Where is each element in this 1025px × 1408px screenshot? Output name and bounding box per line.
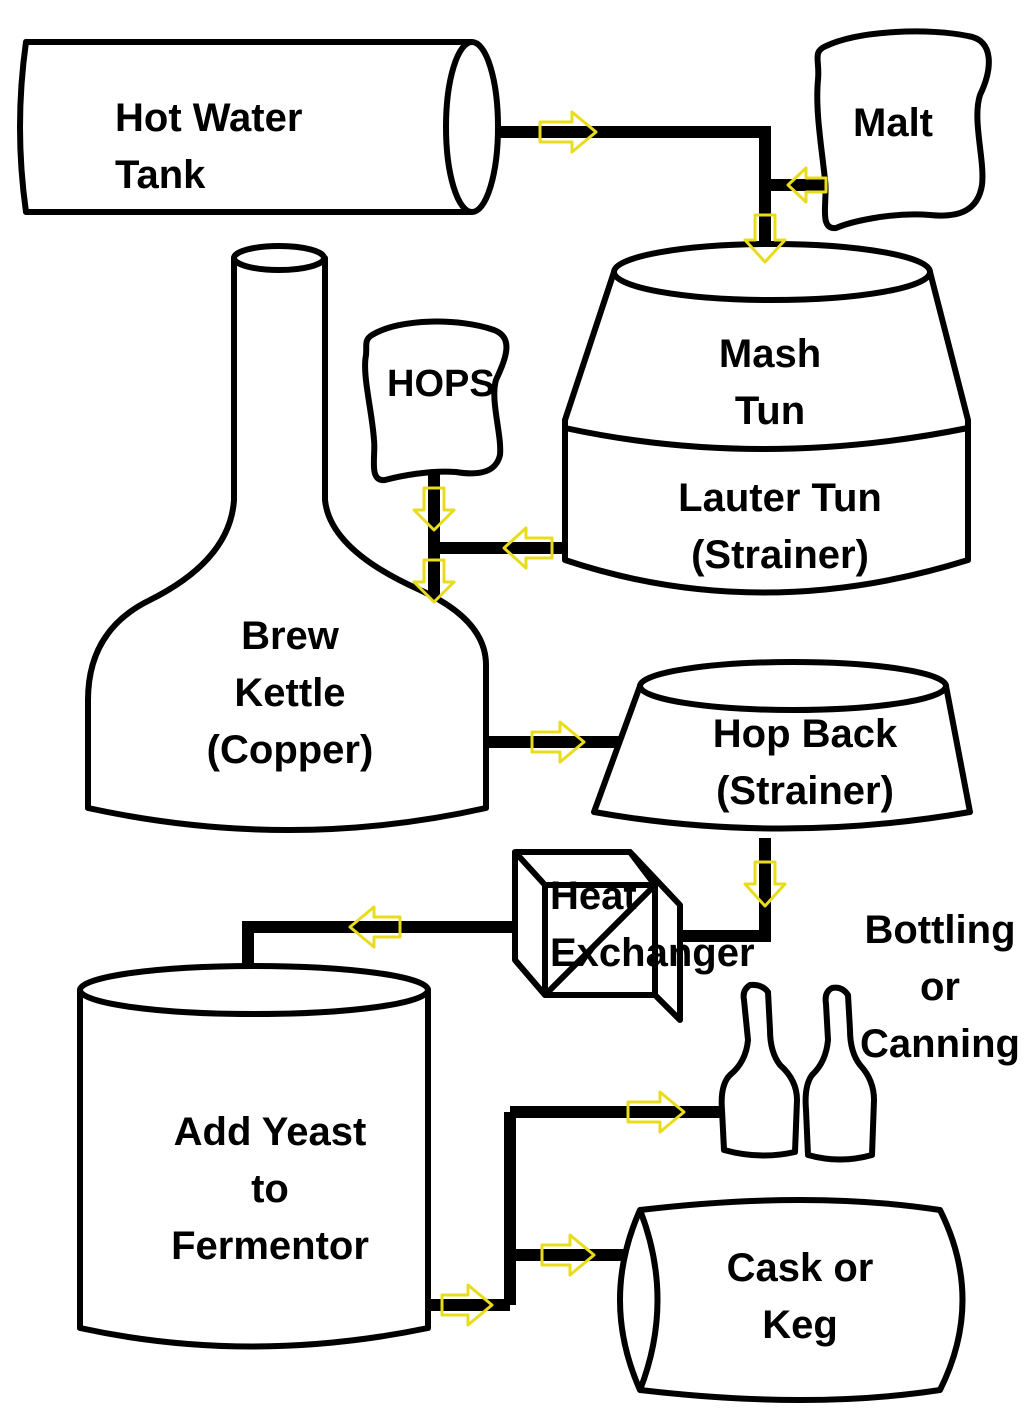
bottling-label-line1: Bottling	[864, 908, 1016, 952]
arrow-malt-left	[786, 166, 828, 204]
arrow-to-bottles	[626, 1090, 686, 1134]
malt-label: Malt	[853, 95, 933, 152]
arrow-to-hopback	[530, 720, 586, 764]
arrow-to-kettle	[412, 558, 456, 604]
cask-label-line1: Cask or	[726, 1246, 874, 1290]
arrow-hopback-down	[743, 860, 787, 908]
hot-water-tank-label: Hot Water Tank	[115, 90, 302, 204]
fermentor-body	[77, 987, 431, 1350]
hot-water-tank	[17, 39, 501, 215]
bottle-left	[718, 981, 800, 1159]
brew-kettle-chimney-top	[231, 243, 327, 273]
arrow-into-mash	[743, 213, 787, 264]
arrow-fermentor-out	[440, 1283, 494, 1327]
pipe-hotwater-to-mash	[476, 126, 771, 282]
bottling-label-line3: Canning	[860, 1022, 1020, 1066]
cask-end	[637, 1208, 661, 1392]
brew-kettle-label-line2: Kettle	[234, 671, 346, 715]
malt-sack	[814, 28, 992, 231]
fermentor-label: Add Yeast to Fermentor	[140, 1104, 400, 1275]
hop-back-label-line2: (Strainer)	[716, 769, 894, 813]
hop-back-body	[591, 683, 973, 832]
heat-exchanger-label-line1: Heat	[550, 874, 637, 918]
lauter-tun-label: Lauter Tun (Strainer)	[660, 470, 900, 584]
hot-water-tank-label-line1: Hot Water	[115, 96, 303, 140]
hot-water-tank-body	[17, 39, 475, 215]
fermentor-label-line1: Add Yeast	[173, 1110, 367, 1154]
pipes	[242, 126, 828, 1311]
flow-arrows	[348, 110, 828, 1327]
lauter-tun-label-line1: Lauter Tun	[678, 476, 882, 520]
fermentor-label-line2: to	[251, 1167, 289, 1211]
arrow-to-fermentor	[348, 905, 402, 949]
hop-back-top	[637, 659, 949, 713]
arrow-lauter-left	[502, 526, 554, 570]
bottling-label-line2: or	[920, 965, 960, 1009]
fermentor-label-line3: Fermentor	[171, 1224, 369, 1268]
mash-lauter-tun	[562, 241, 971, 596]
bottle-right	[802, 984, 877, 1163]
hot-water-tank-end	[443, 39, 501, 215]
hop-back-label: Hop Back (Strainer)	[695, 706, 915, 820]
fermentor	[77, 963, 431, 1350]
brew-kettle-label: Brew Kettle (Copper)	[190, 608, 390, 779]
mash-tun-label: Mash Tun	[670, 326, 870, 440]
mash-lauter-divider	[564, 425, 969, 452]
hot-water-tank-label-line2: Tank	[115, 153, 206, 197]
fermentor-top	[77, 963, 431, 1017]
hops-label-line1: HOPS	[387, 363, 495, 405]
mash-tun-body	[562, 269, 971, 596]
hop-back	[591, 659, 973, 832]
mash-tun-label-line2: Tun	[734, 389, 806, 433]
hop-back-label-line1: Hop Back	[712, 712, 898, 756]
heat-exchanger-fin	[627, 849, 683, 1023]
malt-label-line1: Malt	[853, 101, 933, 145]
cask-or-keg	[617, 1197, 966, 1403]
arrow-hops-down	[412, 486, 456, 532]
lauter-tun-label-line2: (Strainer)	[691, 533, 869, 577]
bottling-label: Bottling or Canning	[860, 902, 1020, 1073]
brew-kettle-label-line3: (Copper)	[206, 728, 374, 772]
brew-kettle	[85, 243, 489, 833]
brew-kettle-label-line1: Brew	[241, 614, 339, 658]
mash-tun-top	[611, 241, 933, 303]
heat-exchanger-label: Heat Exchanger	[550, 868, 755, 982]
heat-exchanger	[512, 849, 683, 1023]
arrow-hotwater-right	[538, 110, 598, 154]
pipe-hopback-to-exchanger	[660, 838, 771, 942]
heat-exchanger-label-line2: Exchanger	[550, 931, 755, 975]
brew-kettle-body	[85, 255, 489, 833]
hops-sack	[362, 318, 510, 483]
arrow-to-cask	[540, 1233, 596, 1277]
mash-tun-label-line1: Mash	[718, 332, 822, 376]
hops-label: HOPS	[387, 356, 495, 413]
cask-label-line2: Keg	[762, 1303, 838, 1347]
cask-label: Cask or Keg	[700, 1240, 900, 1354]
